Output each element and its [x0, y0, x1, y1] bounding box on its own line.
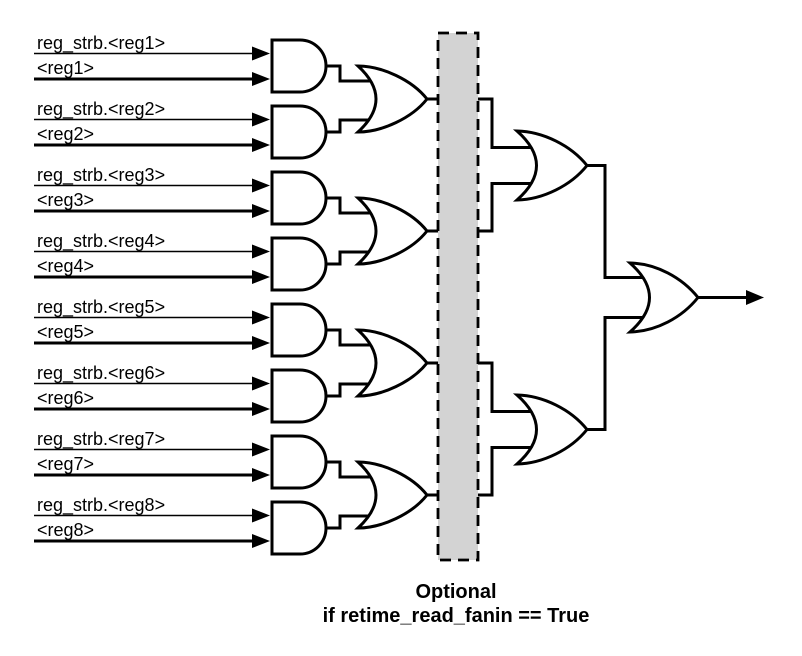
input-label-strobe-6: reg_strb.<reg6>	[37, 363, 166, 383]
wire-and6-or3	[326, 382, 376, 398]
final-input-wires	[587, 164, 649, 431]
arrowhead-icon	[252, 46, 270, 61]
and-gate-4	[270, 236, 328, 292]
or-gate-final	[625, 261, 700, 334]
input-label-value-8: <reg8>	[37, 520, 95, 540]
arrowhead-icon	[252, 336, 270, 350]
input-label-strobe-8: reg_strb.<reg8>	[37, 495, 166, 515]
arrowhead-icon	[252, 468, 270, 482]
and-gate-6	[270, 368, 328, 424]
and-gate-2	[270, 104, 328, 160]
arrowhead-icon	[252, 402, 270, 416]
arrowhead-icon	[252, 376, 270, 391]
or-gate-2	[354, 196, 429, 266]
wire-and2-or1	[326, 118, 376, 134]
wire-and4-or2	[326, 250, 376, 266]
arrowhead-icon	[252, 270, 270, 284]
arrowhead-icon	[252, 442, 270, 457]
arrowhead-icon	[252, 204, 270, 218]
or-gate-1	[354, 64, 429, 134]
wire-and8-or4	[326, 514, 376, 530]
input-label-strobe-5: reg_strb.<reg5>	[37, 297, 166, 317]
stage3-or-gates	[512, 129, 589, 466]
caption-line2: if retime_read_fanin == True	[322, 605, 590, 627]
input-label-strobe-1: reg_strb.<reg1>	[37, 33, 166, 53]
input-wires	[34, 46, 270, 548]
arrowhead-icon	[252, 310, 270, 325]
input-label-strobe-4: reg_strb.<reg4>	[37, 231, 166, 251]
wire-and1-or1	[326, 64, 376, 83]
input-label-strobe-3: reg_strb.<reg3>	[37, 165, 166, 185]
arrowhead-icon	[252, 112, 270, 127]
or-gate-5	[512, 129, 589, 202]
or-gate-3	[354, 328, 429, 398]
and-gates	[270, 38, 328, 556]
and-gate-1	[270, 38, 328, 94]
arrowhead-icon	[252, 508, 270, 523]
caption: Optional if retime_read_fanin == True	[260, 580, 652, 628]
wire-and7-or4	[326, 460, 376, 479]
arrowhead-icon	[252, 244, 270, 259]
wire-or6-final	[587, 316, 649, 431]
input-label-value-7: <reg7>	[37, 454, 95, 474]
caption-line1: Optional	[415, 581, 497, 603]
retime-boundary-box	[436, 31, 480, 562]
input-label-value-3: <reg3>	[37, 190, 95, 210]
input-label-value-4: <reg4>	[37, 256, 95, 276]
wire-or5-final	[587, 164, 649, 279]
arrowhead-icon	[252, 138, 270, 152]
input-label-strobe-7: reg_strb.<reg7>	[37, 429, 166, 449]
input-label-value-1: <reg1>	[37, 58, 95, 78]
and-gate-8	[270, 500, 328, 556]
arrowhead-icon	[252, 178, 270, 193]
and-gate-5	[270, 302, 328, 358]
input-label-value-5: <reg5>	[37, 322, 95, 342]
wire-and3-or2	[326, 196, 376, 215]
and-gate-3	[270, 170, 328, 226]
and-gate-7	[270, 434, 328, 490]
arrowhead-icon	[252, 72, 270, 86]
or-gate-4	[354, 460, 429, 530]
stage2-or-gates	[354, 64, 429, 530]
output-arrowhead-icon	[746, 290, 764, 305]
or-gate-6	[512, 393, 589, 466]
output-wire	[698, 290, 764, 305]
input-label-strobe-2: reg_strb.<reg2>	[37, 99, 166, 119]
arrowhead-icon	[252, 534, 270, 548]
stage2-input-wires	[326, 64, 376, 530]
input-label-value-6: <reg6>	[37, 388, 95, 408]
wire-and5-or3	[326, 328, 376, 347]
input-label-value-2: <reg2>	[37, 124, 95, 144]
